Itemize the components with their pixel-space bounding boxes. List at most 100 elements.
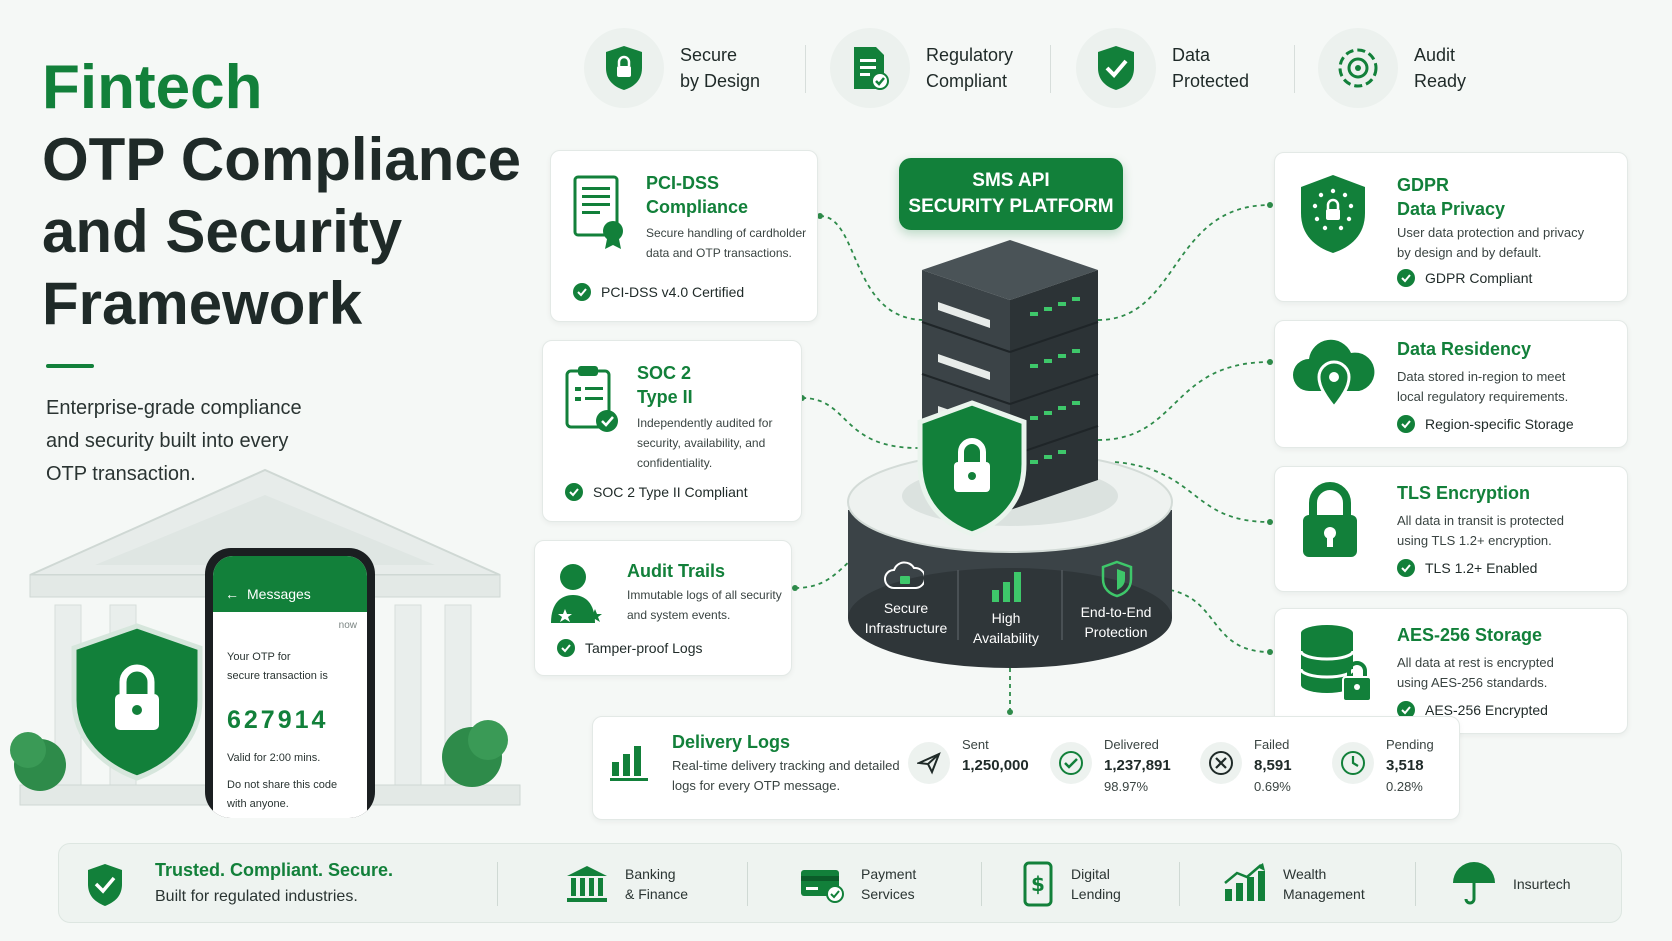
industry-payment: Payment Services <box>799 856 971 912</box>
check-icon <box>573 283 591 301</box>
aes-title: AES-256 Storage <box>1397 625 1543 645</box>
hero-title-line1: Fintech <box>42 53 263 122</box>
card-title: GDPR Data Privacy <box>1397 173 1505 221</box>
audit-desc-line2: and system events. <box>627 608 731 622</box>
gdpr-title-line1: GDPR <box>1397 175 1450 195</box>
gdpr-title-line2: Data Privacy <box>1397 199 1506 219</box>
stat-failed: Failed 8,591 0.69% <box>1200 736 1292 816</box>
feature-audit-ready: Audit Ready <box>1318 28 1534 108</box>
platform-title-badge: SMS API SECURITY PLATFORM <box>899 158 1123 230</box>
stat-value: 8,591 <box>1254 757 1292 774</box>
bars-icon <box>992 572 1021 602</box>
feature-icon-circle <box>584 28 664 108</box>
platform-title-line1: SMS API <box>972 170 1050 191</box>
otp-code: 627914 <box>227 706 329 734</box>
pci-title-line2: Compliance <box>646 197 749 217</box>
divider <box>981 862 982 906</box>
stat-delivered: Delivered 1,237,891 98.97% <box>1050 736 1171 816</box>
soc-title-line2: Type II <box>637 387 693 407</box>
card-desc: Immutable logs of all security and syste… <box>627 585 782 625</box>
stat-icon-circle <box>1200 742 1242 784</box>
clipboard-check-icon <box>565 366 618 432</box>
card-tls-encryption: TLS Encryption All data in transit is pr… <box>1274 466 1628 592</box>
aes-desc-line1: All data at rest is encrypted <box>1397 655 1554 670</box>
divider <box>747 862 748 906</box>
shield-icon <box>1101 560 1133 598</box>
delivery-title: Delivery Logs <box>672 732 791 752</box>
stat-label: Pending <box>1386 737 1434 752</box>
card-aes-storage: AES-256 Storage All data at rest is encr… <box>1274 608 1628 734</box>
hero-subtitle-line1: Enterprise-grade compliance <box>46 397 302 419</box>
industry-label: Banking & Finance <box>625 866 689 902</box>
send-icon <box>917 752 941 775</box>
stat-label: Failed <box>1254 737 1290 752</box>
svg-text:$: $ <box>1031 872 1045 896</box>
gdpr-badge-text: GDPR Compliant <box>1425 270 1533 286</box>
pci-desc-line2: data and OTP transactions. <box>646 246 792 260</box>
database-lock-icon <box>1299 625 1372 702</box>
feature-data-protected: Data Protected <box>1076 28 1292 108</box>
feature-icon-circle <box>1318 28 1398 108</box>
pci-title-line1: PCI-DSS <box>646 173 720 193</box>
card-desc: Independently audited for security, avai… <box>637 413 772 473</box>
cloud-lock-icon <box>884 561 924 589</box>
feature-label: Audit Ready <box>1414 45 1467 91</box>
back-arrow-icon[interactable]: ← <box>225 586 239 602</box>
card-desc: Data stored in-region to meet local regu… <box>1397 367 1568 407</box>
check-icon <box>557 639 575 657</box>
phone-header: ← Messages <box>213 556 367 612</box>
stat-label: Sent <box>962 737 989 752</box>
hero-title: Fintech OTP Compliance and Security Fram… <box>42 52 542 340</box>
x-circle-icon <box>1209 751 1233 775</box>
residency-badge: Region-specific Storage <box>1397 415 1574 433</box>
bank-icon <box>567 866 607 902</box>
pillar-label: End-to-End Protection <box>1080 604 1152 640</box>
check-icon <box>1397 415 1415 433</box>
stat-pct: 0.28% <box>1386 779 1423 794</box>
eu-shield-icon <box>1301 175 1365 253</box>
shield-lock-icon <box>606 46 642 90</box>
divider <box>1415 862 1416 906</box>
footer-tag-sub: Built for regulated industries. <box>155 888 358 905</box>
audit-badge: Tamper-proof Logs <box>557 639 703 657</box>
stat-pct: 0.69% <box>1254 779 1291 794</box>
card-desc: All data in transit is protected using T… <box>1397 511 1564 551</box>
pci-badge: PCI-DSS v4.0 Certified <box>573 283 744 301</box>
pillar-label: High Availability <box>973 610 1039 646</box>
phone-message: Your OTP for secure transaction is <box>227 648 328 686</box>
document-check-icon <box>854 47 889 90</box>
footer-tag-title: Trusted. Compliant. Secure. <box>155 860 394 880</box>
stat-icon-circle <box>1050 742 1092 784</box>
divider <box>1050 45 1051 93</box>
stat-sent: Sent 1,250,000 <box>908 736 1029 816</box>
bar-chart-icon <box>610 746 648 781</box>
hero-subtitle-line2: and security built into every <box>46 430 289 452</box>
feature-label: Secure by Design <box>680 45 761 91</box>
tls-badge: TLS 1.2+ Enabled <box>1397 559 1537 577</box>
phone-mockup: ← Messages now Your OTP for secure trans… <box>205 548 375 818</box>
hero-title-line3: and Security <box>42 198 403 265</box>
industry-label: Wealth Management <box>1283 866 1365 902</box>
card-title: PCI-DSS Compliance <box>646 171 748 219</box>
check-icon <box>1397 559 1415 577</box>
pci-desc-line1: Secure handling of cardholder <box>646 226 807 240</box>
cloud-location-icon <box>1293 339 1375 409</box>
phone-valid: Valid for 2:00 mins. <box>227 752 321 764</box>
check-icon <box>1397 701 1415 719</box>
phone-header-title: Messages <box>247 586 311 602</box>
soc-badge-text: SOC 2 Type II Compliant <box>593 484 748 500</box>
stat-value: 1,237,891 <box>1104 757 1171 774</box>
stat-pct: 98.97% <box>1104 779 1149 794</box>
hero-title-line4: Framework <box>42 270 363 337</box>
card-data-residency: Data Residency Data stored in-region to … <box>1274 320 1628 448</box>
stat-value: 3,518 <box>1386 757 1424 774</box>
target-gear-icon <box>1338 48 1378 88</box>
card-desc: Secure handling of cardholder data and O… <box>646 223 806 263</box>
growth-chart-icon <box>1224 863 1265 901</box>
feature-label: Regulatory Compliant <box>926 45 1014 91</box>
feature-regulatory-compliant: Regulatory Compliant <box>830 28 1046 108</box>
phone-warn-line2: with anyone. <box>227 798 289 810</box>
divider <box>1179 862 1180 906</box>
check-icon <box>565 483 583 501</box>
